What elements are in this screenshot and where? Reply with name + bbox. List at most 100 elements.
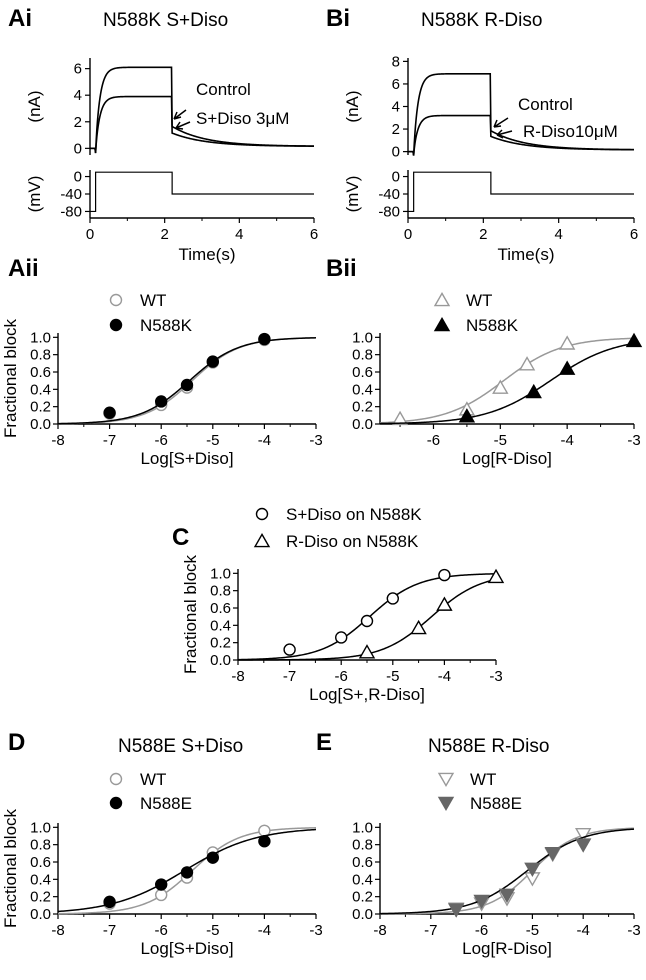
y-tick-label: 0.2 [210,635,231,652]
y-tick-label: 0.6 [30,364,51,381]
panel-title: N588K R-Diso [421,10,542,31]
y-tick-label: 0.2 [30,889,51,906]
y-tick-label: 0 [392,169,400,186]
legend-label: R-Diso on N588K [286,532,419,551]
y-tick-label: 0.0 [30,416,51,433]
y-tick-label: 0 [392,144,400,161]
data-point [492,379,509,394]
data-point [410,619,427,635]
legend-label: N588K [466,316,519,335]
legend-label: WT [466,291,492,310]
fit-curve [379,828,635,915]
legend-marker [109,318,123,332]
y-tick-label: 0.2 [352,889,373,906]
x-tick-label: -7 [103,432,116,449]
x-tick-label: -8 [51,432,64,449]
current-y-label: (nA) [25,90,44,122]
arrow-icon [173,109,187,120]
legend-marker [253,532,271,548]
data-point [558,360,576,375]
y-tick-label: 0.2 [352,399,373,416]
data-point [458,408,476,423]
panel-label: E [316,729,332,756]
x-axis-label: Log[S+,R-Diso] [309,685,425,704]
panel-label: Bii [326,255,357,282]
y-tick-label: 1.0 [352,329,373,346]
y-tick-label: 0.4 [352,381,373,398]
y-tick-label: 0.8 [352,837,373,854]
x-tick-label: 2 [479,226,487,243]
y-tick-label: -40 [60,186,82,203]
arrow-icon [493,117,509,128]
fit-curve [379,337,635,424]
legend-label: N588E [470,794,522,813]
x-tick-label: 6 [630,226,638,243]
y-axis-label: Fractional block [181,554,200,674]
data-point [335,631,348,644]
x-tick-label: -5 [526,922,539,939]
current-y-label: (nA) [343,90,362,122]
y-tick-label: 4 [392,99,400,116]
x-tick-label: -7 [103,922,116,939]
y-tick-label: 2 [74,114,82,131]
x-tick-label: -4 [258,922,271,939]
data-point [103,406,116,419]
x-tick-label: -4 [560,432,573,449]
y-tick-label: 0.2 [30,399,51,416]
x-tick-label: -3 [627,922,640,939]
x-tick-label: -6 [155,922,168,939]
x-tick-label: 4 [235,226,243,243]
data-point [180,866,194,879]
panel-Aii: 0.00.20.40.60.81.0-8-7-6-5-4-3Log[S+Diso… [1,255,323,468]
x-tick-label: -3 [309,922,322,939]
y-tick-label: 0.4 [30,871,51,888]
data-point [154,395,168,408]
voltage-y-label: (mV) [25,176,44,213]
panel-title: N588E R-Diso [428,736,549,757]
data-point [525,383,542,399]
y-tick-label: 0.0 [352,906,373,923]
y-tick-label: 2 [392,121,400,138]
x-tick-label: -3 [489,668,502,685]
trace-annotation: Control [518,95,573,114]
y-axis-label: Fractional block [1,318,20,438]
legend-marker [437,772,455,788]
series-n588e [379,828,635,918]
trace-annotation: R-Diso10μM [523,122,618,141]
y-tick-label: 6 [392,76,400,93]
legend-marker [109,772,123,786]
y-tick-label: 0.6 [210,600,231,617]
legend-label: WT [140,770,166,789]
x-axis-label: Log[R-Diso] [462,939,552,958]
data-point [498,888,516,903]
y-tick-label: 0.0 [210,652,231,669]
data-point [283,643,296,656]
x-axis-label: Log[S+Diso] [140,449,233,468]
x-tick-label: -4 [258,432,271,449]
series-n588e [57,828,317,913]
y-tick-label: 8 [392,53,400,70]
y-tick-label: -40 [378,186,400,203]
x-tick-label: 4 [554,226,562,243]
legend-marker [109,293,123,307]
x-tick-label: 6 [310,226,318,243]
panel-Bii: 0.00.20.40.60.81.0-6-5-4-3Log[R-Diso]Bii… [326,255,643,468]
y-tick-label: 0.0 [352,416,373,433]
x-tick-label: -5 [494,432,507,449]
legend-label: WT [470,770,496,789]
data-point [358,644,376,659]
series-n588k [379,332,643,425]
data-point [360,614,374,628]
x-tick-label: -7 [424,922,437,939]
x-tick-label: -6 [155,432,168,449]
data-point [625,332,643,348]
y-tick-label: 4 [74,87,82,104]
x-tick-label: 0 [404,226,412,243]
trace-annotation: Control [196,80,251,99]
y-tick-label: 0.8 [352,347,373,364]
x-tick-label: -6 [335,668,348,685]
panel-title: N588E S+Diso [118,736,243,757]
y-tick-label: 0.8 [210,583,231,600]
